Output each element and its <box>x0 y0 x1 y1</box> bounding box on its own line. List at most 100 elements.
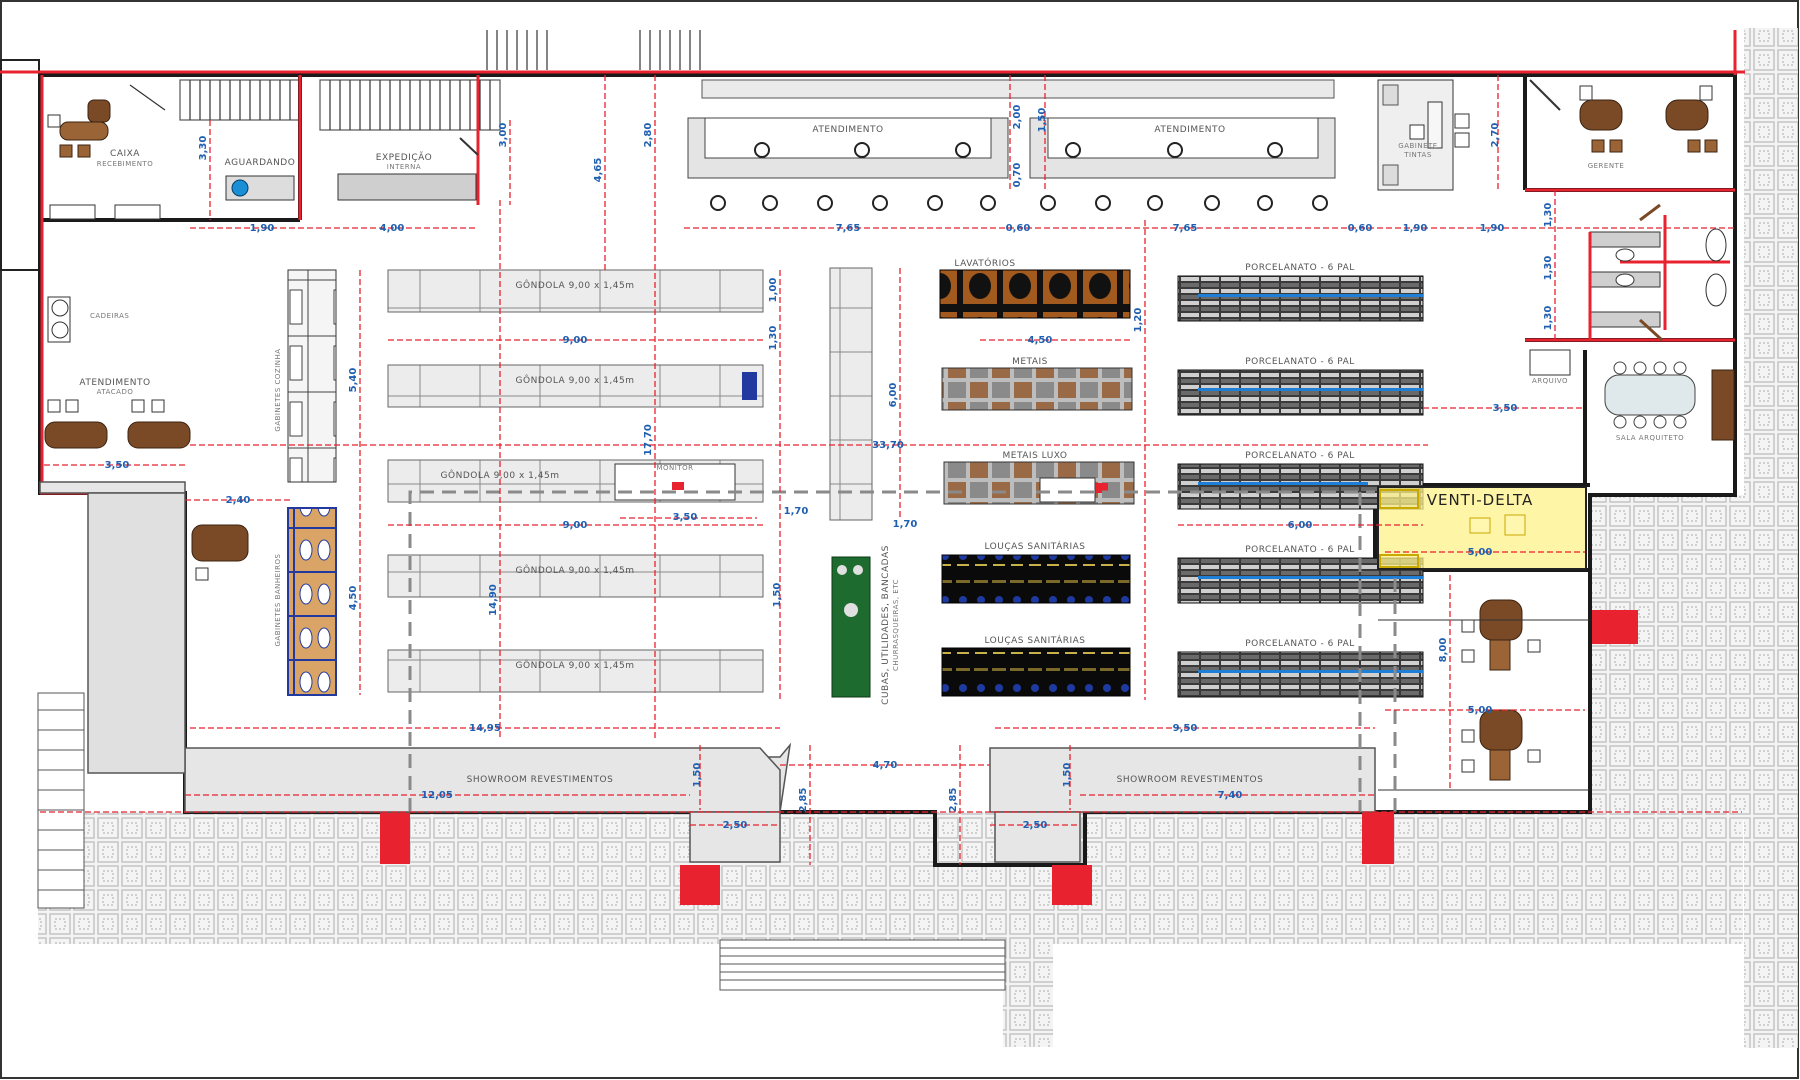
expedicao-label: EXPEDIÇÃO <box>376 152 432 163</box>
dim-label: 7,65 <box>1173 223 1198 234</box>
cubas-unit <box>831 556 871 698</box>
gabinete-tintas: GABINETE TINTAS <box>1377 79 1470 191</box>
lavatorios-label: LAVATÓRIOS <box>954 257 1015 269</box>
dim-label: 1,50 <box>772 583 783 608</box>
porcelanato-5-label: PORCELANATO - 6 PAL <box>1245 639 1355 649</box>
dim-label: 7,40 <box>1218 790 1243 801</box>
metais-unit <box>941 367 1133 411</box>
expedicao-sub-label: INTERNA <box>387 163 421 171</box>
dim-label: 3,00 <box>498 123 509 148</box>
dim-label: 1,20 <box>1133 308 1144 333</box>
dim-label: 12,05 <box>421 790 453 801</box>
dim-label: 2,50 <box>723 820 748 831</box>
dim-label: 6,00 <box>1288 520 1313 531</box>
loucas-1-label: LOUÇAS SANITÁRIAS <box>984 540 1085 552</box>
dim-label: 3,50 <box>673 512 698 523</box>
dim-label: 2,85 <box>948 788 959 813</box>
arquivo-label: ARQUIVO <box>1532 377 1568 385</box>
dim-label: 4,00 <box>380 223 405 234</box>
dim-label: 1,90 <box>250 223 275 234</box>
dim-label: 1,00 <box>768 278 779 303</box>
metais-luxo-label: METAIS LUXO <box>1003 451 1068 461</box>
dim-label: 4,70 <box>873 760 898 771</box>
lower-right-desks <box>1378 599 1590 791</box>
dim-label: 1,30 <box>1543 256 1554 281</box>
circulation-outline <box>408 490 1397 812</box>
dim-label: 1,90 <box>1480 223 1505 234</box>
dim-label: 2,80 <box>643 123 654 148</box>
porcelanato-1-label: PORCELANATO - 6 PAL <box>1245 263 1355 273</box>
exterior-paving <box>38 28 1798 1048</box>
metais-luxo-unit <box>943 461 1135 505</box>
top-stairs <box>179 30 701 131</box>
atacado-area: CADEIRAS ATENDIMENTO ATACADO <box>44 296 249 581</box>
top-counters: ATENDIMENTO ATENDIMENTO <box>687 79 1336 179</box>
gondola-5-label: GÔNDOLA 9,00 x 1,45m <box>516 659 635 671</box>
dim-label: 1,90 <box>1403 223 1428 234</box>
dim-label: 1,30 <box>768 326 779 351</box>
porcelanato-3-label: PORCELANATO - 6 PAL <box>1245 451 1355 461</box>
caixa-room: CAIXA RECEBIMENTO <box>47 84 166 220</box>
expedicao-area: EXPEDIÇÃO INTERNA <box>337 137 479 201</box>
dim-label: 0,60 <box>1348 223 1373 234</box>
dim-label: 1,50 <box>692 763 703 788</box>
dim-label: 9,50 <box>1173 723 1198 734</box>
counter-stools <box>710 142 1328 211</box>
porcelanato-2-label: PORCELANATO - 6 PAL <box>1245 357 1355 367</box>
dimension-labels: 1,90 4,00 3,30 3,00 4,65 2,80 2,00 1,50 … <box>105 105 1554 831</box>
gabinete-sub-label: TINTAS <box>1403 151 1432 159</box>
venti-delta-room: VENTI-DELTA <box>1377 486 1587 570</box>
lavatorios-unit <box>939 269 1131 319</box>
dim-label: 3,50 <box>105 460 130 471</box>
dim-label: 2,00 <box>1012 105 1023 130</box>
loucas-1-unit <box>941 554 1131 604</box>
gerente-label: GERENTE <box>1588 162 1625 170</box>
gondola-4-label: GÔNDOLA 9,00 x 1,45m <box>516 564 635 576</box>
showroom-left-label: SHOWROOM REVESTIMENTOS <box>467 775 614 785</box>
monitor-label: MONITOR <box>657 464 694 472</box>
dim-label: 2,40 <box>226 495 251 506</box>
central-shelving <box>829 267 873 521</box>
dim-label: 9,00 <box>563 520 588 531</box>
showroom-right-label: SHOWROOM REVESTIMENTOS <box>1117 775 1264 785</box>
dim-label: 4,50 <box>348 586 359 611</box>
restrooms <box>1529 203 1730 376</box>
dim-label: 1,30 <box>1543 203 1554 228</box>
gabinetes-cozinha-label: GABINETES COZINHA <box>274 348 282 431</box>
dim-label: 4,65 <box>593 158 604 183</box>
dim-label: 1,50 <box>1062 763 1073 788</box>
caixa-sub-label: RECEBIMENTO <box>97 160 153 168</box>
dim-label: 0,70 <box>1012 163 1023 188</box>
gondolas <box>387 269 764 693</box>
metais-label: METAIS <box>1012 357 1048 367</box>
dim-label: 2,85 <box>798 788 809 813</box>
venti-delta-label: VENTI-DELTA <box>1427 491 1534 509</box>
dim-label: 8,00 <box>1438 638 1449 663</box>
porcelanato-4-label: PORCELANATO - 6 PAL <box>1245 545 1355 555</box>
showroom-floor <box>39 481 1376 863</box>
dim-label: 7,65 <box>836 223 861 234</box>
gabinetes-banheiro-label: GABINETES BANHEIROS <box>274 553 282 646</box>
dim-label: 14,95 <box>469 723 501 734</box>
dim-label: 1,50 <box>1037 108 1048 133</box>
dim-label: 3,30 <box>198 136 209 161</box>
loucas-2-unit <box>941 647 1131 697</box>
atendimento-top-left-label: ATENDIMENTO <box>812 125 883 135</box>
aguardando-label: AGUARDANDO <box>225 158 296 168</box>
dim-label: 2,70 <box>1490 123 1501 148</box>
cubas-label-1: CUBAS, UTILIDADES, BANCADAS <box>881 545 891 705</box>
dim-label: 5,40 <box>348 368 359 393</box>
entrance-steps <box>37 692 1006 991</box>
dim-label: 4,50 <box>1028 335 1053 346</box>
dim-label: 6,00 <box>888 383 899 408</box>
dim-label: 14,90 <box>488 584 499 616</box>
dim-label: 5,00 <box>1468 547 1493 558</box>
gerente-office: GERENTE <box>1529 79 1718 170</box>
gabinetes-cozinha-unit <box>287 269 337 483</box>
red-wall-accents <box>0 30 1745 495</box>
caixa-label: CAIXA <box>110 149 140 159</box>
left-exterior-panel <box>0 59 40 271</box>
sala-arquiteto: SALA ARQUITETO ARQUIVO <box>1532 361 1735 442</box>
dim-label: 0,60 <box>1006 223 1031 234</box>
